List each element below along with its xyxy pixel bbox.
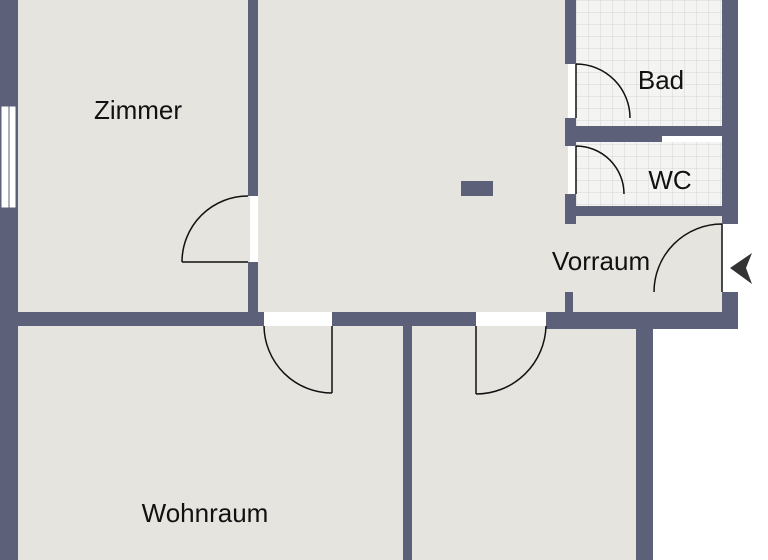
wall-sanitary-left-low <box>565 194 576 224</box>
floor-hall <box>258 0 568 312</box>
floors <box>18 0 722 560</box>
fixture-mark <box>461 181 493 196</box>
wall-outer-left <box>0 0 18 560</box>
room-label-wohnraum: Wohnraum <box>142 498 269 528</box>
door-entrance <box>653 223 723 293</box>
room-labels: Zimmer Bad WC Vorraum Wohnraum <box>94 65 692 528</box>
wall-zimmer-right-upper <box>248 0 258 196</box>
wall-sanitary-left-top <box>565 0 576 64</box>
door-wc <box>575 145 625 195</box>
door-bad <box>575 63 631 119</box>
walls <box>0 0 738 560</box>
floor-zimmer <box>18 0 250 312</box>
entrance-arrow-icon <box>730 253 752 284</box>
floor-wohnraum <box>18 326 406 560</box>
door-zimmer <box>181 195 249 263</box>
wall-vorraum-left-low <box>565 292 573 312</box>
door-wohnraum <box>263 325 333 394</box>
door-room-right <box>475 325 547 395</box>
wall-sanitary-left-mid <box>565 118 576 146</box>
wall-wohnraum-divider <box>403 326 412 560</box>
room-label-wc: WC <box>648 165 691 195</box>
wall-middle-left <box>18 312 264 326</box>
wall-zimmer-right-lower <box>248 262 258 312</box>
wall-outer-right-upper <box>722 0 738 224</box>
doors <box>181 63 723 395</box>
wall-outer-right-entry <box>722 292 738 329</box>
wall-outer-right-lower <box>636 326 653 560</box>
room-label-zimmer: Zimmer <box>94 95 182 125</box>
wall-bad-wc <box>576 126 662 142</box>
wall-bad-wc-right <box>662 126 722 136</box>
wall-middle-right <box>546 312 738 329</box>
wall-middle-center <box>332 312 476 326</box>
window <box>0 105 17 209</box>
room-label-bad: Bad <box>638 65 684 95</box>
room-label-vorraum: Vorraum <box>552 246 650 276</box>
floor-bad <box>576 0 722 126</box>
wall-wc-bottom <box>576 206 722 216</box>
floor-room-right <box>412 326 638 560</box>
